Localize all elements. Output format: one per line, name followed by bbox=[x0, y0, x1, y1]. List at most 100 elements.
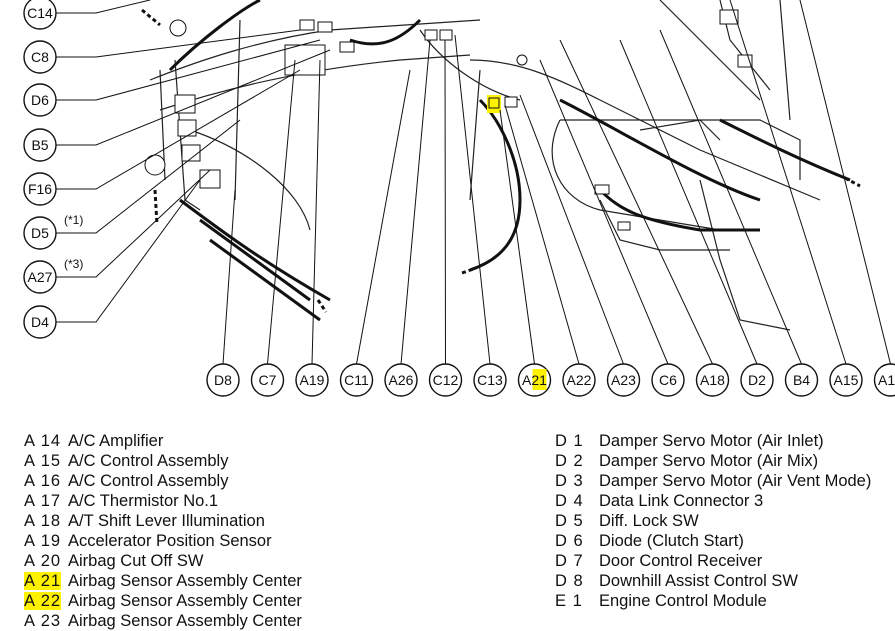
leader-line bbox=[401, 40, 430, 364]
left-callout: C8 bbox=[24, 41, 56, 73]
legend-description: Engine Control Module bbox=[599, 591, 767, 611]
legend-description: Damper Servo Motor (Air Mix) bbox=[599, 451, 818, 471]
left-callout: A27 (*3) bbox=[24, 257, 83, 293]
legend-code-prefix: A bbox=[24, 512, 35, 530]
legend-code-number: 21 bbox=[35, 572, 61, 590]
legend-code-number: 17 bbox=[35, 492, 61, 510]
callout-label: F16 bbox=[28, 181, 52, 197]
callout-note: (*1) bbox=[64, 213, 83, 227]
leader-line bbox=[357, 70, 411, 364]
legend-code-prefix: A bbox=[24, 612, 35, 630]
legend-code: A 19 bbox=[24, 531, 68, 551]
bottom-callout: A16 bbox=[875, 364, 895, 396]
callout-label: A22 bbox=[567, 372, 592, 388]
legend-description: A/C Thermistor No.1 bbox=[68, 491, 218, 511]
legend-code-number: 1 bbox=[567, 592, 583, 610]
legend-code-number: 18 bbox=[35, 512, 61, 530]
legend-code: D 5 bbox=[555, 511, 599, 531]
legend-code: D 1 bbox=[555, 431, 599, 451]
callout-note: (*3) bbox=[64, 257, 83, 271]
leader-line bbox=[540, 60, 668, 364]
legend-code-number: 15 bbox=[35, 452, 61, 470]
legend-code-prefix: D bbox=[555, 512, 568, 530]
legend-description: A/C Control Assembly bbox=[68, 471, 228, 491]
legend-code: A 16 bbox=[24, 471, 68, 491]
callout-label: A27 bbox=[28, 269, 53, 285]
legend-code-prefix: A bbox=[24, 572, 35, 590]
callout-label: C6 bbox=[659, 372, 677, 388]
left-callout: D4 bbox=[24, 306, 56, 338]
legend-code-number: 16 bbox=[35, 472, 61, 490]
leader-line bbox=[620, 40, 757, 364]
bottom-callout: A21 bbox=[519, 364, 551, 396]
leader-line bbox=[505, 105, 579, 364]
legend-code: D 7 bbox=[555, 551, 599, 571]
bottom-callout: A22 bbox=[563, 364, 595, 396]
legend-code-prefix: D bbox=[555, 492, 568, 510]
connector-highlights bbox=[487, 95, 501, 113]
legend-code-prefix: D bbox=[555, 532, 568, 550]
callout-label: C13 bbox=[477, 372, 503, 388]
callout-label: C12 bbox=[433, 372, 459, 388]
left-callout: B5 bbox=[24, 129, 56, 161]
legend-description: A/C Control Assembly bbox=[68, 451, 228, 471]
legend-description: Airbag Sensor Assembly Center bbox=[68, 591, 302, 611]
legend-row: D 2 Damper Servo Motor (Air Mix) bbox=[555, 451, 871, 471]
legend-code-number: 8 bbox=[568, 572, 584, 590]
callout-label: D8 bbox=[214, 372, 232, 388]
legend-code-prefix: D bbox=[555, 572, 568, 590]
callout-label: A19 bbox=[300, 372, 325, 388]
legend-code-number: 1 bbox=[568, 432, 584, 450]
leader-line bbox=[268, 60, 296, 364]
bottom-callout: C7 bbox=[252, 364, 284, 396]
legend-code-number: 6 bbox=[568, 532, 584, 550]
legend-code-number: 22 bbox=[35, 592, 61, 610]
legend-description: Accelerator Position Sensor bbox=[68, 531, 272, 551]
legend-code-number: 20 bbox=[35, 552, 61, 570]
harness-bundles bbox=[170, 0, 850, 320]
callout-label: A16 bbox=[878, 372, 895, 388]
legend-description: Door Control Receiver bbox=[599, 551, 762, 571]
leader-line bbox=[56, 180, 200, 322]
callout-label: C7 bbox=[259, 372, 277, 388]
legend-code: D 8 bbox=[555, 571, 599, 591]
bottom-callout: A18 bbox=[697, 364, 729, 396]
legend-code-number: 19 bbox=[35, 532, 61, 550]
callout-label: C14 bbox=[27, 5, 53, 21]
dashboard-drawing bbox=[150, 0, 820, 330]
bottom-callout: C13 bbox=[474, 364, 506, 396]
callout-label: D4 bbox=[31, 314, 49, 330]
left-callout: F16 bbox=[24, 173, 56, 205]
leader-line bbox=[56, 0, 150, 13]
legend-description: Damper Servo Motor (Air Vent Mode) bbox=[599, 471, 871, 491]
leader-line bbox=[660, 30, 802, 364]
leader-lines bbox=[56, 0, 891, 364]
legend-code: A 22 bbox=[24, 591, 68, 611]
bottom-callout: C11 bbox=[341, 364, 373, 396]
legend-code-prefix: A bbox=[24, 592, 35, 610]
legend-code-number: 2 bbox=[568, 452, 584, 470]
bottom-callout: D2 bbox=[741, 364, 773, 396]
legend-code-prefix: A bbox=[24, 472, 35, 490]
legend-code-number: 3 bbox=[568, 472, 584, 490]
callout-label: A21 bbox=[522, 372, 547, 388]
callout-label: A23 bbox=[611, 372, 636, 388]
bottom-callout: C6 bbox=[652, 364, 684, 396]
callout-label: A15 bbox=[834, 372, 859, 388]
callout-label: C11 bbox=[344, 372, 369, 388]
legend-code-prefix: D bbox=[555, 452, 568, 470]
legend-code-number: 5 bbox=[568, 512, 584, 530]
